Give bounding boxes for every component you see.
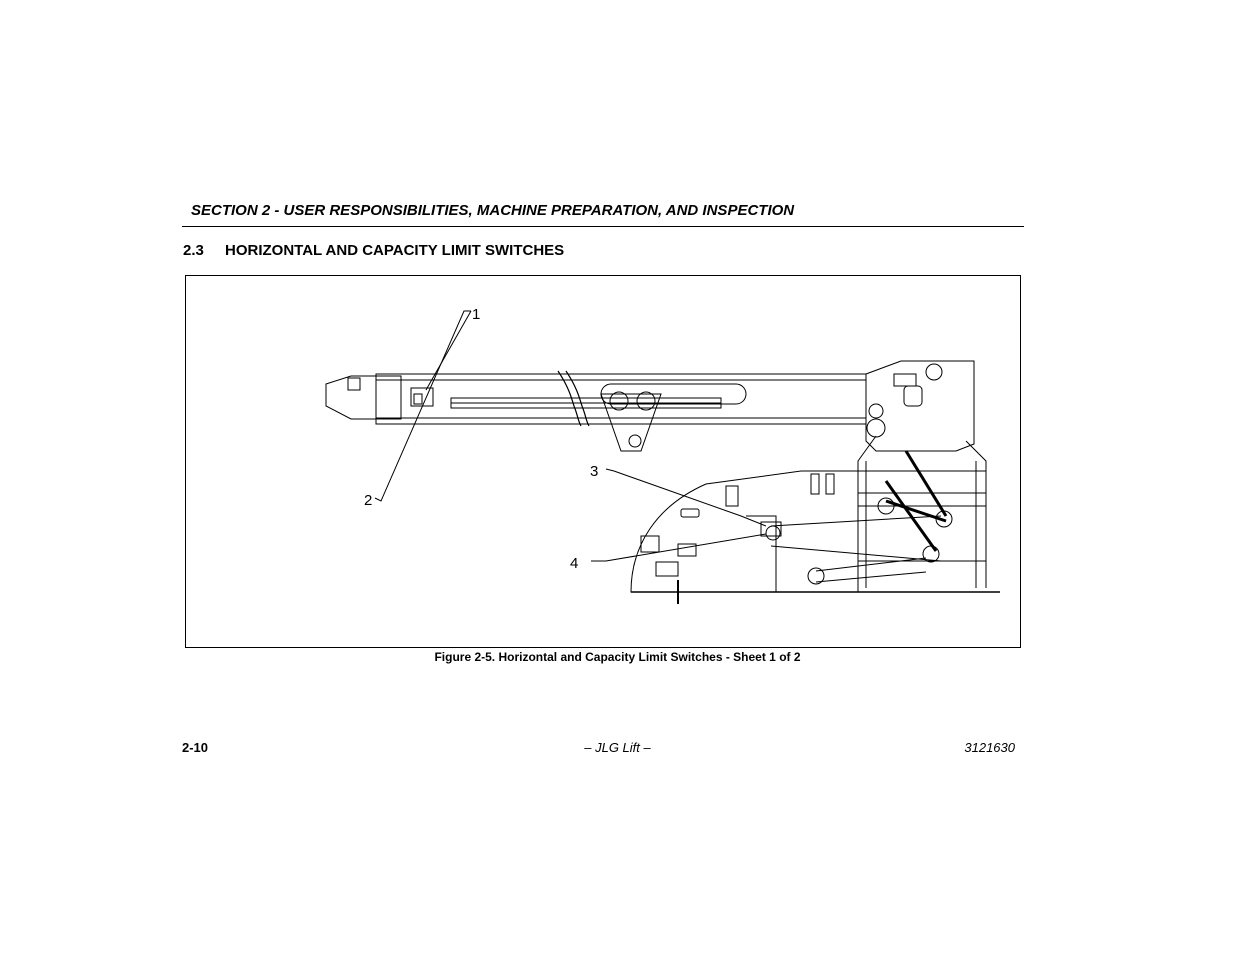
figure-caption: Figure 2-5. Horizontal and Capacity Limi… — [434, 650, 801, 664]
callout-4: 4 — [570, 555, 578, 572]
header-divider — [182, 226, 1024, 227]
section-header: SECTION 2 - USER RESPONSIBILITIES, MACHI… — [191, 202, 795, 219]
subsection-number: 2.3 — [183, 242, 204, 259]
boom-line-drawing: 1 2 3 4 — [325, 306, 1000, 604]
callout-3: 3 — [590, 463, 598, 480]
subsection-title: HORIZONTAL AND CAPACITY LIMIT SWITCHES — [225, 242, 565, 259]
callout-2: 2 — [364, 492, 372, 509]
document-number: 3121630 — [964, 740, 1015, 755]
footer-brand: – JLG Lift – — [584, 740, 651, 755]
callout-1: 1 — [472, 306, 480, 323]
subsection-heading: 2.3 HORIZONTAL AND CAPACITY LIMIT SWITCHE… — [183, 242, 564, 259]
figure-frame: 1 2 3 4 — [185, 275, 1021, 648]
page-number: 2-10 — [182, 740, 209, 755]
